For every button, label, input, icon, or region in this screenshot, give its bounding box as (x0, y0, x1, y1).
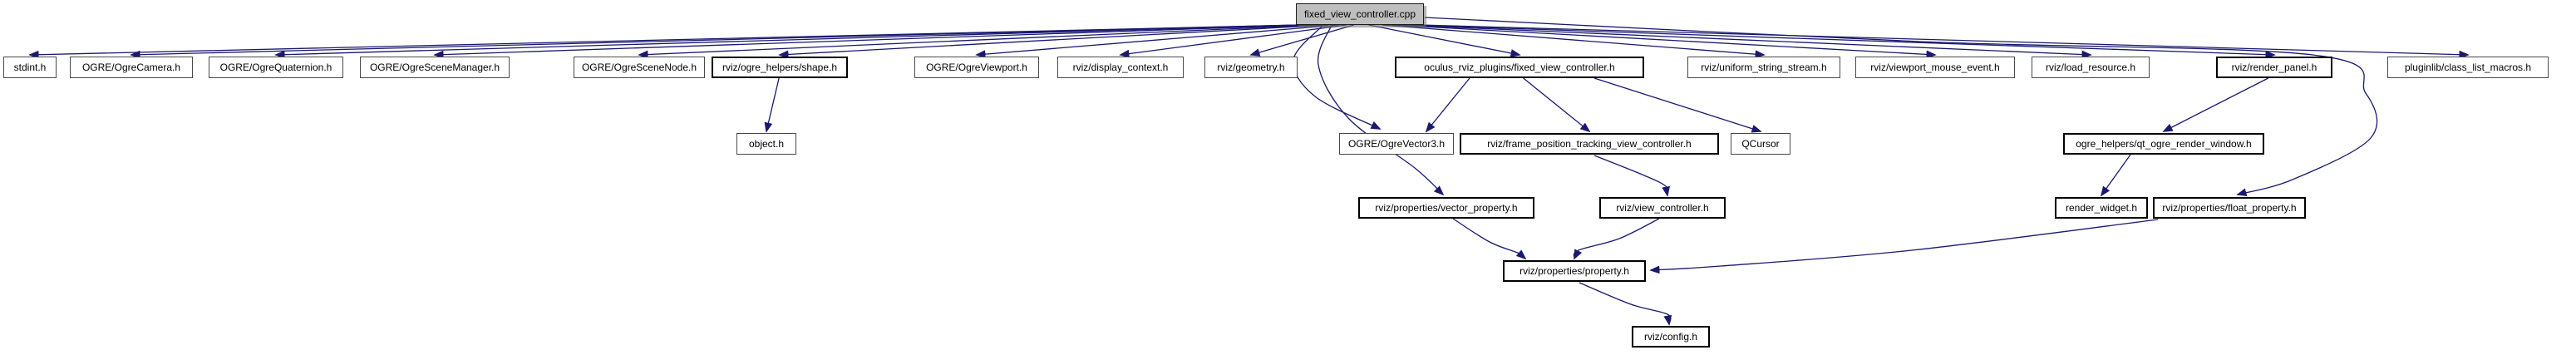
node-vme: rviz/viewport_mouse_event.h (1855, 57, 2015, 78)
node-label-object: object.h (748, 138, 785, 150)
node-label-shape: rviz/ogre_helpers/shape.h (722, 62, 838, 73)
edge-main-to-dispctx (1119, 24, 1347, 58)
edge-main-to-scenenode (638, 24, 1321, 59)
node-label-loadres: rviz/load_resource.h (2045, 62, 2136, 73)
node-label-pluginlib: pluginlib/class_list_macros.h (2404, 62, 2532, 73)
node-label-geom: rviz/geometry.h (1217, 62, 1285, 73)
node-renderpanel[interactable]: rviz/render_panel.h (2216, 57, 2332, 78)
node-label-scenenode: OGRE/OgreSceneNode.h (581, 62, 697, 73)
edge-oculus-to-vector3 (1425, 77, 1470, 133)
node-label-oculus: oculus_rviz_plugins/fixed_view_controlle… (1424, 62, 1615, 73)
node-shape[interactable]: rviz/ogre_helpers/shape.h (712, 57, 848, 78)
node-fptvc[interactable]: rviz/frame_position_tracking_view_contro… (1460, 133, 1719, 155)
edge-shape-to-object (764, 77, 780, 133)
node-config[interactable]: rviz/config.h (1632, 326, 1710, 348)
edge-floatprop-to-property (1649, 219, 2159, 274)
node-label-vector3: OGRE/OgreVector3.h (1347, 138, 1446, 150)
node-quat: OGRE/OgreQuaternion.h (209, 57, 343, 78)
node-oculus[interactable]: oculus_rviz_plugins/fixed_view_controlle… (1395, 57, 1644, 78)
node-qcursor: QCursor (1731, 133, 1790, 155)
node-vecprop[interactable]: rviz/properties/vector_property.h (1358, 197, 1534, 219)
node-label-camera: OGRE/OgreCamera.h (81, 62, 181, 73)
node-camera: OGRE/OgreCamera.h (70, 57, 193, 78)
edge-main-to-renderpanel (1410, 24, 2276, 59)
node-label-renderpanel: rviz/render_panel.h (2231, 62, 2317, 73)
edge-main-to-oculus (1368, 24, 1521, 57)
edge-main-to-vme (1391, 24, 1937, 59)
edge-main-to-pluginlib (1421, 24, 2470, 59)
node-label-quat: OGRE/OgreQuaternion.h (219, 62, 332, 73)
node-object: object.h (736, 133, 796, 155)
edge-main-to-shape (778, 24, 1328, 59)
node-label-config: rviz/config.h (1643, 331, 1698, 343)
node-floatprop[interactable]: rviz/properties/float_property.h (2153, 197, 2306, 219)
node-label-viewport: OGRE/OgreViewport.h (926, 62, 1027, 73)
edge-oculus-to-qcursor (1593, 77, 1762, 133)
edge-main-to-vecprop (1317, 24, 1445, 196)
node-loadres: rviz/load_resource.h (2032, 57, 2150, 78)
edge-fptvc-to-viewctrl (1593, 155, 1671, 197)
edge-main-to-vector3 (1293, 24, 1382, 130)
node-scenemgr: OGRE/OgreSceneManager.h (360, 57, 510, 78)
node-label-scenemgr: OGRE/OgreSceneManager.h (369, 62, 500, 73)
node-stdint: stdint.h (3, 57, 57, 78)
edge-qtogre-to-renderwidget (2100, 154, 2131, 197)
edge-renderpanel-to-qtogre (2162, 77, 2268, 132)
edge-main-to-viewport (975, 24, 1339, 59)
node-renderwidget[interactable]: render_widget.h (2055, 197, 2148, 219)
node-label-renderwidget: render_widget.h (2065, 202, 2138, 214)
edge-oculus-to-fptvc (1523, 77, 1591, 133)
node-viewport: OGRE/OgreViewport.h (914, 57, 1039, 78)
edge-main-to-geom (1249, 24, 1354, 57)
node-label-stdint: stdint.h (13, 62, 47, 73)
node-qtogre[interactable]: ogre_helpers/qt_ogre_render_window.h (2063, 133, 2264, 155)
node-main[interactable]: fixed_view_controller.cpp (1296, 3, 1424, 25)
node-viewctrl[interactable]: rviz/view_controller.h (1599, 197, 1726, 219)
node-dispctx: rviz/display_context.h (1057, 57, 1184, 78)
node-label-qtogre: ogre_helpers/qt_ogre_render_window.h (2076, 138, 2252, 150)
edge-property-to-config (1579, 282, 1672, 326)
edge-main-to-quat (274, 24, 1301, 59)
node-pluginlib: pluginlib/class_list_macros.h (2387, 57, 2549, 78)
edge-main-to-scenemgr (433, 24, 1309, 59)
node-scenenode: OGRE/OgreSceneNode.h (574, 57, 705, 78)
node-label-fptvc: rviz/frame_position_tracking_view_contro… (1487, 138, 1692, 150)
node-uss: rviz/uniform_string_stream.h (1687, 57, 1840, 78)
node-label-floatprop: rviz/properties/float_property.h (2162, 202, 2297, 214)
node-vector3: OGRE/OgreVector3.h (1339, 133, 1454, 155)
node-label-property: rviz/properties/property.h (1519, 265, 1629, 277)
edge-vecprop-to-property (1452, 218, 1527, 260)
edge-main-to-uss (1382, 24, 1766, 59)
node-label-uss: rviz/uniform_string_stream.h (1701, 62, 1827, 73)
node-label-main: fixed_view_controller.cpp (1303, 8, 1416, 20)
edge-main-to-floatprop (1424, 17, 2378, 197)
node-label-qcursor: QCursor (1741, 138, 1780, 150)
node-label-viewctrl: rviz/view_controller.h (1616, 202, 1709, 214)
edge-main-to-camera (130, 24, 1299, 59)
node-property[interactable]: rviz/properties/property.h (1503, 260, 1646, 282)
node-label-dispctx: rviz/display_context.h (1072, 62, 1169, 73)
edge-viewctrl-to-property (1573, 218, 1660, 260)
node-geom: rviz/geometry.h (1204, 57, 1298, 78)
edge-main-to-loadres (1400, 24, 2092, 59)
node-label-vecprop: rviz/properties/vector_property.h (1375, 202, 1518, 214)
node-label-vme: rviz/viewport_mouse_event.h (1870, 62, 2000, 73)
